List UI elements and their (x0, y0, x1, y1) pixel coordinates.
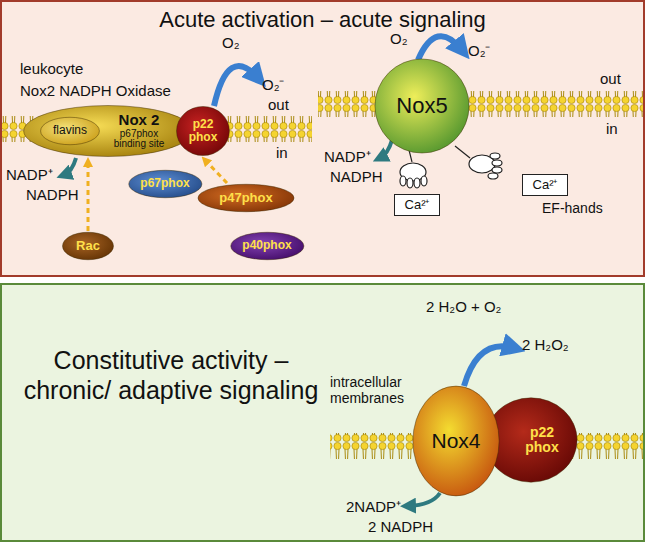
text-label: O₂ (222, 34, 240, 51)
text-label: O₂⁻ (262, 76, 285, 93)
text-label: intracellular membranes (330, 374, 414, 406)
p40phox-subunit: p40phox (230, 232, 305, 260)
o2-arrow (418, 36, 462, 60)
node-label: Constitutive activity – chronic/ adaptiv… (16, 345, 326, 405)
node-label: Nox4 (431, 429, 480, 452)
activation-arrow (87, 159, 90, 231)
text-label: out (600, 70, 621, 87)
text-label: NADPH (26, 186, 79, 203)
node-label: Ca²⁺ (405, 198, 430, 212)
nadph-arrow (380, 140, 392, 158)
nox4-enzyme: Nox4 (412, 385, 500, 497)
node-label: p67phox (140, 177, 189, 190)
nox5-enzyme: Nox5 (374, 58, 470, 154)
text-label: NADP⁺ (324, 148, 371, 165)
node-label: Nox 2 (119, 112, 160, 129)
node-label: Ca²⁺ (533, 178, 558, 192)
node-label: p22 phox (186, 118, 220, 144)
text-label: Nox2 NADPH Oxidase (20, 82, 171, 99)
text-label: 2NADP⁺ (346, 498, 401, 515)
text-label: in (276, 144, 288, 161)
nox2-enzyme: Nox 2p67phox binding site flavins (22, 105, 194, 157)
calcium-box: Ca²⁺ (394, 194, 440, 216)
activation-arrow (203, 158, 227, 183)
node-label: p22 phox (520, 425, 564, 456)
p47phox-subunit: p47phox (197, 184, 295, 212)
node-label: Nox5 (396, 94, 447, 118)
text-label: NADPH (330, 168, 383, 185)
p22phox-subunit: p22 phox (176, 106, 230, 156)
text-label: NADP⁺ (6, 166, 53, 183)
calcium-box: Ca²⁺ (522, 174, 568, 196)
node-label: Rac (76, 239, 100, 253)
panel: Constitutive activity – chronic/ adaptiv… (0, 283, 645, 542)
rac-protein: Rac (62, 232, 114, 260)
text-label: EF-hands (542, 200, 603, 216)
text-label: out (268, 96, 289, 113)
text-label: 2 H₂O + O₂ (426, 298, 501, 315)
h2o2-arrow (464, 346, 514, 386)
node-label: flavins (53, 124, 87, 137)
ef-hand (455, 146, 502, 179)
nadph-arrow (64, 158, 76, 175)
node-sublabel: p67phox binding site (104, 129, 174, 150)
o2-arrow (214, 66, 258, 106)
nadph-arrow (408, 493, 440, 506)
panel-ground (0, 283, 645, 542)
node-label: p47phox (219, 191, 272, 205)
node-label: p40phox (242, 239, 291, 252)
text-label: O₂⁻ (468, 42, 491, 59)
text-label: 2 H₂O₂ (522, 336, 569, 353)
flavins: flavins (40, 117, 100, 145)
text-label: in (606, 120, 618, 137)
text-label: 2 NADPH (368, 518, 433, 535)
p67phox-subunit: p67phox (128, 170, 203, 198)
membrane (318, 91, 645, 117)
text-label: O₂ (390, 30, 408, 47)
text-label: leukocyte (20, 60, 83, 77)
node-label: Acute activation – acute signaling (2, 8, 643, 32)
panel: Acute activation – acute signalingNox 2p… (0, 0, 645, 277)
panel-ground (0, 0, 645, 277)
